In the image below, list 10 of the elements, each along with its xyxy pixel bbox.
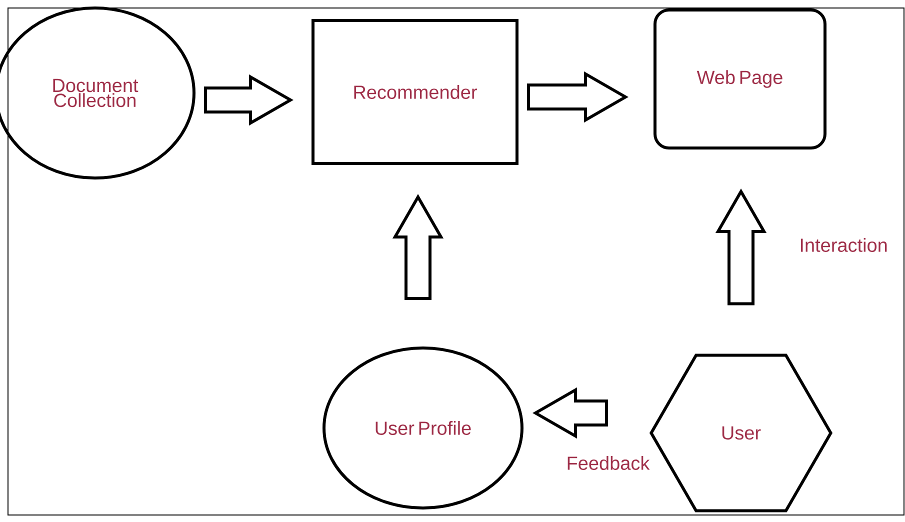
rounded-box: Web Page [654, 8, 826, 150]
block-arrow [204, 74, 294, 126]
edge-label: Interaction [800, 238, 887, 252]
block-arrow [532, 387, 608, 439]
edge-label: Feedback [568, 456, 650, 470]
block-arrow [392, 194, 444, 300]
block-arrow [715, 188, 767, 306]
block-arrow [527, 71, 629, 123]
ellipse-node: User Profile [322, 346, 524, 510]
process-box: Recommender [312, 19, 518, 165]
